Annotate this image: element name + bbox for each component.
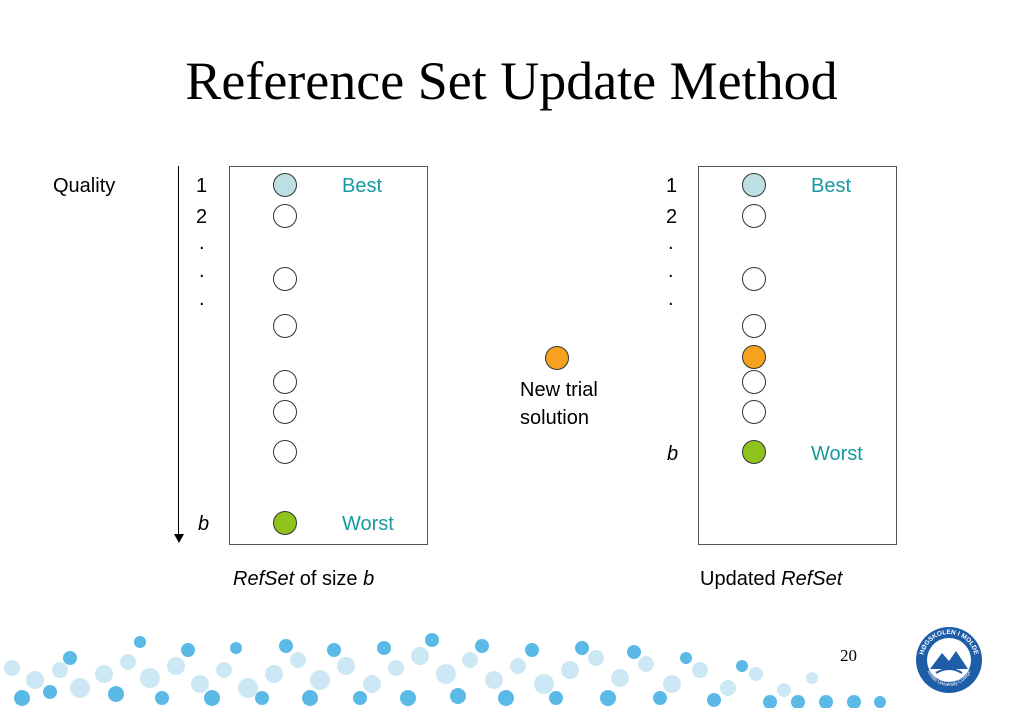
quality-axis-line: [178, 166, 179, 536]
right-refset-box: [698, 166, 897, 545]
left-rank-b: b: [198, 513, 210, 535]
left-rank-2: 2: [196, 206, 208, 228]
left-rank-dot: .: [199, 232, 205, 254]
right-solution: [742, 400, 766, 424]
left-worst-label: Worst: [342, 513, 394, 535]
right-rank-b: b: [667, 443, 679, 465]
quality-axis-label: Quality: [53, 175, 116, 197]
new-trial-label-line1: New trial: [520, 379, 598, 401]
right-refset-caption: Updated RefSet: [700, 568, 842, 590]
right-solution-new-trial: [742, 345, 766, 369]
left-solution: [273, 204, 297, 228]
page-number: 20: [840, 646, 857, 665]
right-best-label: Best: [811, 175, 852, 197]
right-solution: [742, 204, 766, 228]
caption-updated: Updated: [700, 568, 782, 590]
caption-refset-italic: RefSet: [781, 568, 843, 590]
right-worst-label: Worst: [811, 443, 863, 465]
right-solution-worst: [742, 440, 766, 464]
left-solution: [273, 370, 297, 394]
left-refset-box: [229, 166, 428, 545]
college-logo-icon: HØGSKOLEN I MOLDE Molde University Colle…: [916, 627, 982, 693]
left-rank-1: 1: [196, 175, 208, 197]
caption-refset-italic: RefSet: [233, 568, 295, 590]
right-rank-dot: .: [668, 232, 674, 254]
slide-title: Reference Set Update Method: [185, 51, 838, 111]
left-solution-worst: [273, 511, 297, 535]
right-solution: [742, 267, 766, 291]
left-refset-caption: RefSet of size b: [233, 568, 374, 590]
right-solution-best: [742, 173, 766, 197]
left-best-label: Best: [342, 175, 383, 197]
right-rank-dot: .: [668, 288, 674, 310]
caption-b: b: [363, 568, 375, 590]
left-solution: [273, 440, 297, 464]
new-trial-solution: [545, 346, 569, 370]
quality-axis-arrowhead: [174, 534, 184, 543]
left-solution: [273, 314, 297, 338]
right-rank-dot: .: [668, 260, 674, 282]
right-solution: [742, 370, 766, 394]
right-solution: [742, 314, 766, 338]
right-rank-1: 1: [666, 175, 678, 197]
left-solution: [273, 400, 297, 424]
left-solution: [273, 267, 297, 291]
caption-of-size: of size: [294, 568, 364, 590]
left-solution-best: [273, 173, 297, 197]
left-rank-dot: .: [199, 288, 205, 310]
decorative-dot-pattern: [4, 633, 886, 708]
left-rank-dot: .: [199, 260, 205, 282]
right-rank-2: 2: [666, 206, 678, 228]
new-trial-label-line2: solution: [520, 407, 589, 429]
